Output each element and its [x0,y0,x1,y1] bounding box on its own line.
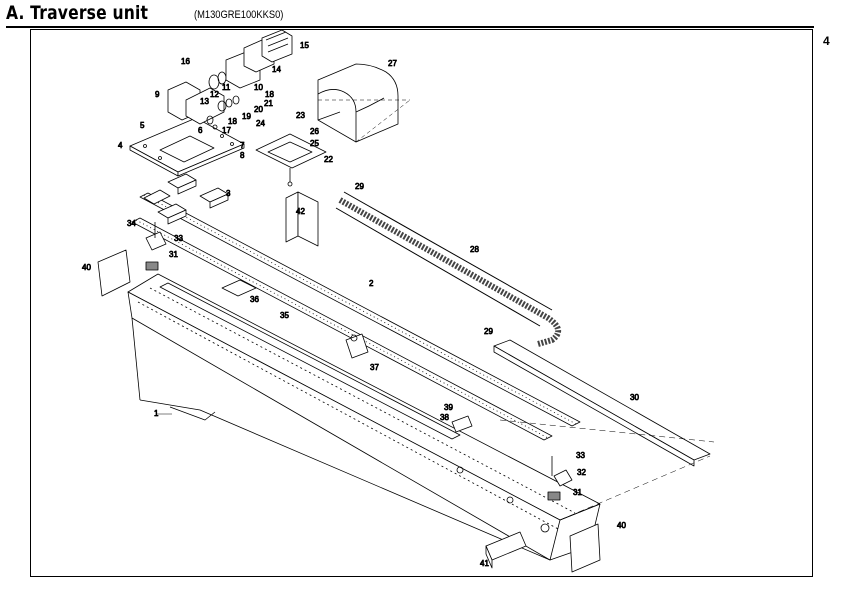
drive-assembly [167,29,293,130]
part-label-39: 39 [444,403,453,412]
part-label-18b: 18 [228,117,237,126]
part-label-27: 27 [388,59,397,68]
part-label-38: 38 [440,413,449,422]
page-number: 4 [823,34,830,48]
part-label-20: 20 [254,105,263,114]
part-label-37: 37 [370,363,379,372]
part-label-34: 34 [127,219,136,228]
misc-parts [221,279,473,433]
bracket-22 [255,133,327,187]
cover-plate-41 [485,531,527,569]
cable-chain [335,191,561,347]
part-label-23: 23 [296,111,305,120]
part-label-2: 2 [369,279,374,288]
part-label-28: 28 [470,245,479,254]
channel-30 [493,339,711,467]
part-label-41: 41 [480,559,489,568]
part-label-4: 4 [118,141,123,150]
end-plates [97,249,601,573]
part-number-labels: 1 2 3 4 5 6 7 8 9 10 11 12 13 14 15 16 1… [82,41,640,569]
page-title: A. Traverse unit [6,2,149,24]
part-label-40b: 40 [617,521,626,530]
leader-lines [156,99,715,521]
part-label-31b: 31 [573,488,582,497]
cover-27 [317,63,399,143]
part-label-13: 13 [200,97,209,106]
stopper-parts [145,222,573,501]
part-label-33a: 33 [174,234,183,243]
part-label-36: 36 [250,295,259,304]
part-label-40a: 40 [82,263,91,272]
part-label-33b: 33 [576,451,585,460]
part-label-6: 6 [198,126,203,135]
part-label-10: 10 [254,83,263,92]
part-label-30: 30 [630,393,639,402]
part-label-29a: 29 [355,182,364,191]
part-label-3: 3 [226,189,231,198]
part-label-32: 32 [577,468,586,477]
part-label-42: 42 [296,207,305,216]
part-label-21: 21 [264,99,273,108]
part-label-16: 16 [181,57,190,66]
model-code: (M130GRE100KKS0) [194,9,284,21]
main-beam [127,273,601,561]
part-label-25: 25 [310,139,319,148]
part-label-5: 5 [140,121,145,130]
part-label-8: 8 [240,151,245,160]
part-label-12: 12 [210,90,219,99]
linear-rails [131,192,581,441]
part-label-22: 22 [324,155,333,164]
page-header: A. Traverse unit (M130GRE100KKS0) [6,2,814,28]
part-label-26: 26 [310,127,319,136]
part-label-18a: 18 [265,90,274,99]
part-label-14: 14 [272,65,281,74]
bracket-42 [285,191,319,247]
part-label-19: 19 [242,112,251,121]
part-label-35: 35 [280,311,289,320]
part-label-15: 15 [300,41,309,50]
part-label-31a: 31 [169,250,178,259]
part-label-9: 9 [155,90,160,99]
part-label-17: 17 [222,126,231,135]
part-label-29b: 29 [484,327,493,336]
diagram-frame [30,29,813,577]
part-label-7: 7 [240,141,245,150]
part-label-11: 11 [222,83,231,92]
part-label-1: 1 [154,409,159,418]
part-label-24: 24 [256,119,265,128]
carriage-blocks [143,173,229,225]
base-plate [129,117,245,177]
